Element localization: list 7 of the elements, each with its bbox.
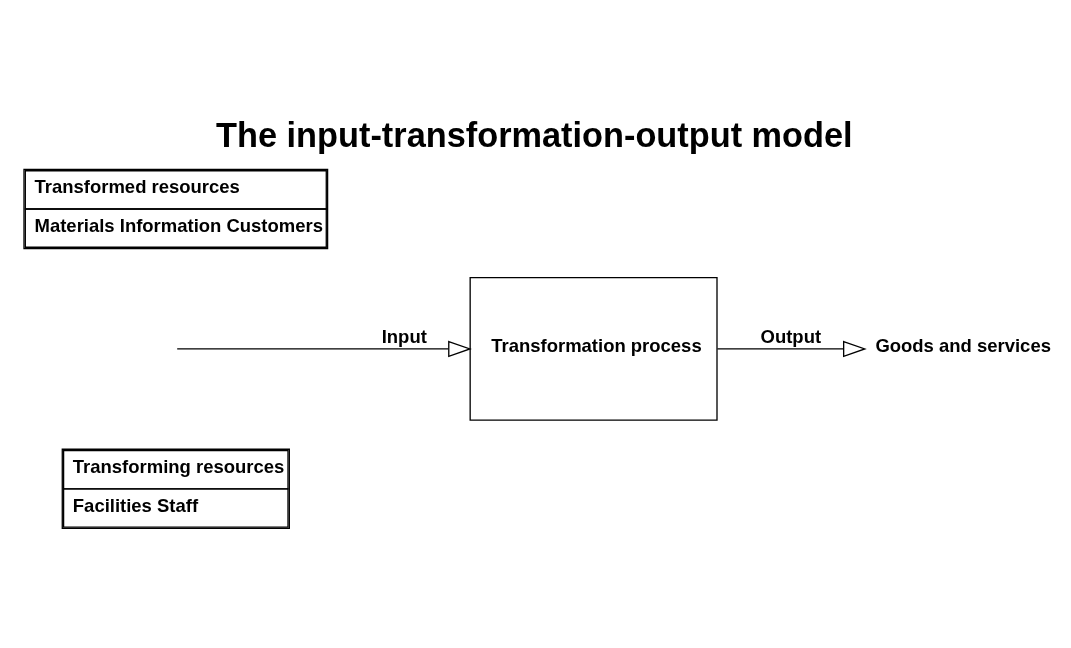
node-text: Goods and services xyxy=(875,334,1051,356)
edge-label: Output xyxy=(760,325,822,347)
diagram-title: The input-transformation-output model xyxy=(216,115,853,154)
arrow xyxy=(716,340,867,357)
node-box: Transformation process xyxy=(469,276,718,421)
edge-label: Input xyxy=(381,325,427,347)
arrow xyxy=(176,340,472,357)
